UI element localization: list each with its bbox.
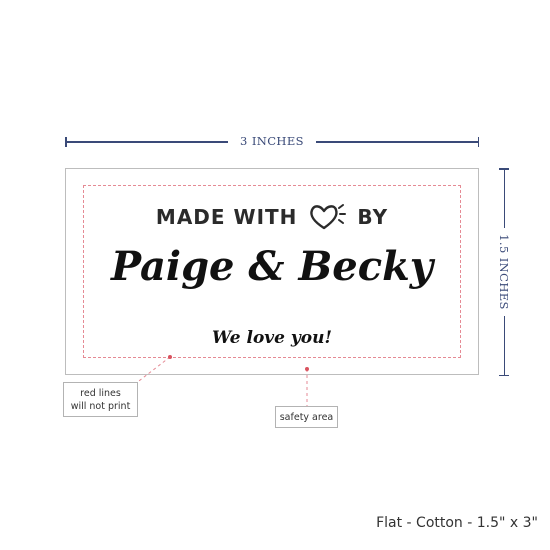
heart-icon: [310, 204, 347, 230]
message-text: We love you!: [212, 328, 332, 348]
red-lines-callout-line2: will not print: [70, 401, 131, 412]
height-tick-bottom: [499, 374, 509, 376]
width-dimension: 3 INCHES: [65, 134, 479, 149]
by-text: BY: [357, 205, 389, 229]
height-line-bottom: [503, 316, 505, 376]
width-tick-right: [477, 137, 479, 147]
made-with-text: MADE WITH: [155, 205, 298, 229]
product-caption: Flat - Cotton - 1.5" x 3": [376, 515, 538, 531]
safety-area-callout: safety area: [275, 406, 338, 428]
height-line-top: [503, 168, 505, 228]
safety-area-outline: [83, 185, 461, 358]
width-line-right: [316, 141, 479, 143]
made-with-line: MADE WITH BY: [66, 202, 478, 232]
width-line-left: [65, 141, 228, 143]
red-lines-callout: red lines will not print: [63, 382, 138, 417]
names-text: Paige & Becky: [110, 243, 434, 290]
label-preview: MADE WITH BY Paige & Becky We love you!: [65, 168, 479, 375]
width-dimension-label: 3 INCHES: [240, 134, 304, 148]
height-dimension-label: 1.5 INCHES: [497, 234, 511, 310]
red-lines-callout-line1: red lines: [80, 388, 121, 399]
height-dimension: 1.5 INCHES: [494, 168, 514, 376]
